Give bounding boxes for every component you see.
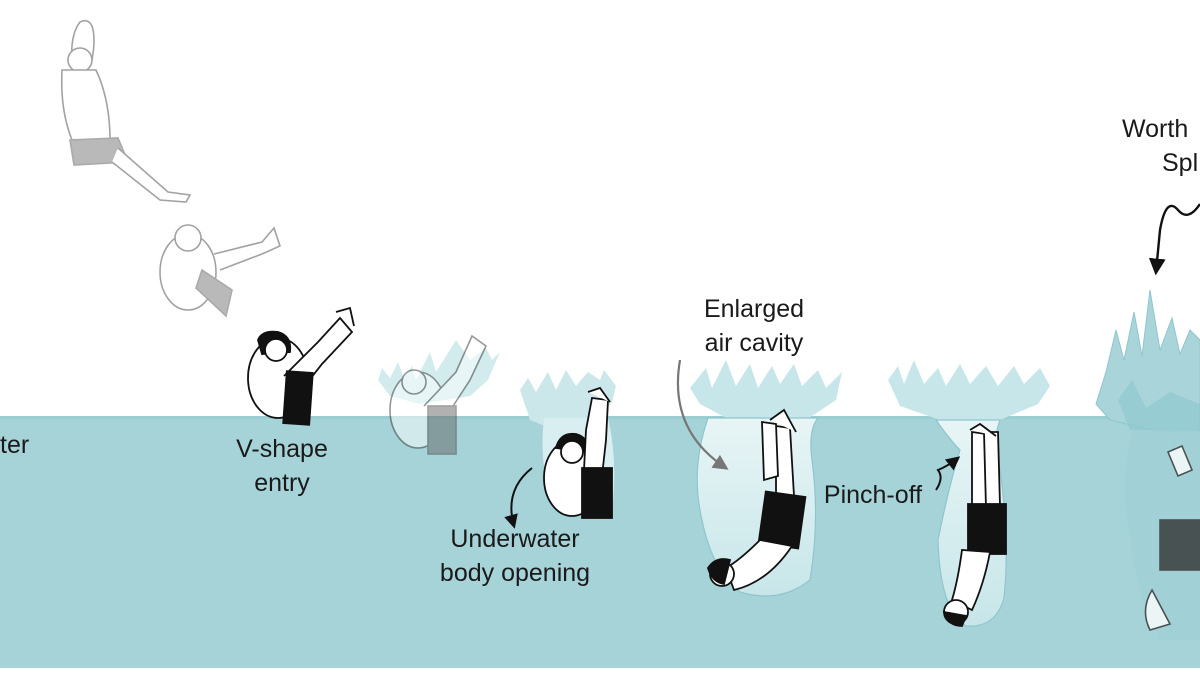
worthington-line-1: Worth xyxy=(1122,115,1189,143)
v-shape-line-2: entry xyxy=(254,469,310,497)
worthington-line-2: Spl xyxy=(1162,149,1199,177)
underwater-line-1: Underwater xyxy=(450,525,580,553)
airborne-diver xyxy=(60,19,192,203)
enlarged-cavity-label: Enlarged air cavity xyxy=(684,292,824,360)
pinch-off-text: Pinch-off xyxy=(823,481,923,509)
pinch-off-arrow xyxy=(935,456,961,491)
worthington-splash-label: Worth Spl xyxy=(1122,112,1200,180)
enlarged-line-1: Enlarged xyxy=(703,295,805,323)
enlarged-cavity-arrow xyxy=(676,359,729,470)
tucked-diver xyxy=(159,224,281,318)
underwater-line-2: body opening xyxy=(439,559,591,587)
v-shape-entry-label: V-shape entry xyxy=(222,432,342,500)
enlarged-cavity-diver xyxy=(690,360,842,597)
underwater-opening-diver xyxy=(520,370,616,519)
underwater-arrow xyxy=(504,467,533,529)
water-partial-label: ter xyxy=(0,428,40,462)
water-partial-text: ter xyxy=(0,431,30,459)
enlarged-line-2: air cavity xyxy=(704,329,804,357)
pinch-off-diver xyxy=(888,360,1050,627)
v-shape-line-1: V-shape xyxy=(236,435,328,463)
worthington-arrow xyxy=(1148,203,1200,276)
water-contact-diver xyxy=(378,334,500,455)
pinch-off-label: Pinch-off xyxy=(808,478,938,512)
underwater-opening-label: Underwater body opening xyxy=(420,522,610,590)
worthington-splash-diver xyxy=(1095,289,1200,640)
v-shape-entry-diver xyxy=(247,306,355,426)
